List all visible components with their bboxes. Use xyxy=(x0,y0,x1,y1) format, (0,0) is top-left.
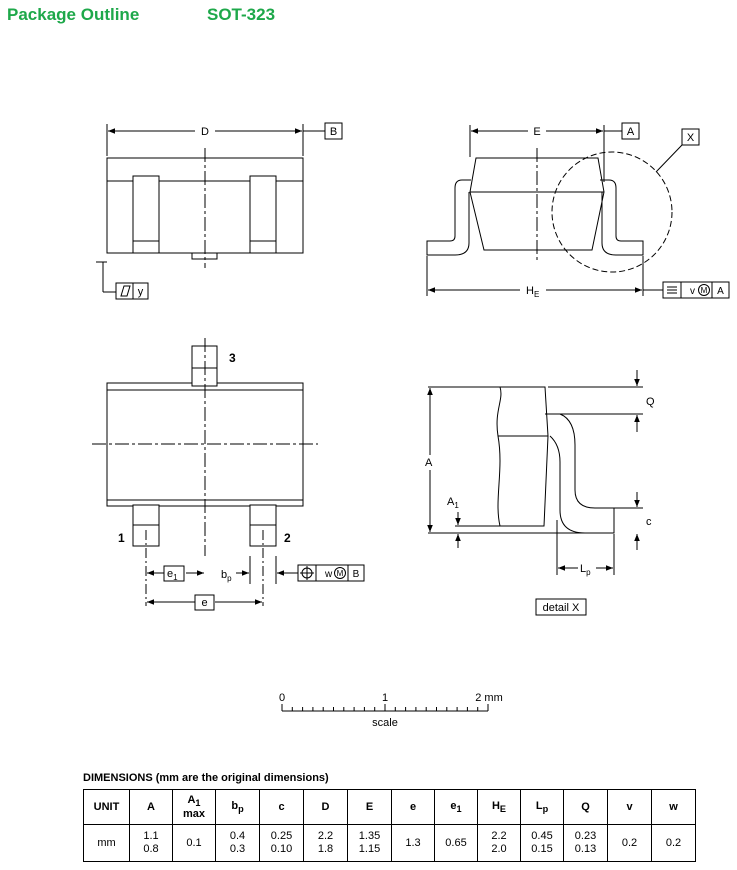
detail-dim-A1-label: A1 xyxy=(447,496,459,510)
scale-tick-1: 1 xyxy=(382,692,388,704)
col-E: E xyxy=(347,789,392,825)
detail-x-label: detail X xyxy=(543,602,580,614)
col-A: A xyxy=(129,789,173,825)
col-v: v xyxy=(607,789,652,825)
pin-2-label: 2 xyxy=(284,531,291,545)
package-name: SOT-323 xyxy=(207,5,276,24)
cell-unit: mm xyxy=(83,824,130,862)
detail-body xyxy=(496,386,549,527)
pin-1-label: 1 xyxy=(118,531,125,545)
cell-A1: 0.1 xyxy=(172,824,216,862)
dim-E-label: E xyxy=(533,126,540,138)
col-unit: UNIT xyxy=(83,789,130,825)
col-Q: Q xyxy=(563,789,608,825)
scale-tick-0: 0 xyxy=(279,692,285,704)
detail-dim-c-label: c xyxy=(646,516,652,528)
fcf-datum-A-label: A xyxy=(717,286,724,297)
col-D: D xyxy=(303,789,348,825)
dim-e-label: e xyxy=(201,597,207,609)
col-c: c xyxy=(259,789,304,825)
dim-D-label: D xyxy=(201,126,209,138)
flatness-y-label: y xyxy=(138,286,144,298)
side-view xyxy=(426,122,730,299)
col-w: w xyxy=(651,789,696,825)
col-Lp: Lp xyxy=(520,789,564,825)
col-e1: e1 xyxy=(434,789,478,825)
cell-e1: 0.65 xyxy=(434,824,478,862)
scale-tick-2: 2 mm xyxy=(475,692,503,704)
cell-w: 0.2 xyxy=(651,824,696,862)
dim-e1-label: e1 xyxy=(167,568,178,582)
dimensions-caption: DIMENSIONS (mm are the original dimensio… xyxy=(83,772,329,784)
detail-dim-A-label: A xyxy=(425,457,433,469)
datum-A-label: A xyxy=(627,126,635,138)
col-HE: HE xyxy=(477,789,521,825)
detail-X-marker: X xyxy=(687,132,695,144)
fcf-v-label: v xyxy=(690,286,695,297)
fcf-mod-label: M xyxy=(701,286,708,295)
detail-dim-Lp-label: Lp xyxy=(580,563,591,577)
scale-bar xyxy=(281,704,489,712)
datum-B-label: B xyxy=(330,126,337,138)
fcf-w-mod-label: M xyxy=(337,569,344,578)
dim-bp-label: bp xyxy=(221,569,232,583)
cell-e: 1.3 xyxy=(391,824,435,862)
page-title: Package Outline xyxy=(7,5,140,24)
detail-dim-Q-label: Q xyxy=(646,396,655,408)
dim-HE-label: HE xyxy=(526,285,539,299)
col-bp: bp xyxy=(215,789,260,825)
fcf-datum-B-label: B xyxy=(353,569,360,580)
top-view xyxy=(96,122,343,300)
col-e: e xyxy=(391,789,435,825)
scale-label: scale xyxy=(372,717,398,729)
fcf-w-label: w xyxy=(324,569,333,580)
pin-3-label: 3 xyxy=(229,351,236,365)
bottom-view xyxy=(92,338,365,611)
detail-x-view xyxy=(427,370,643,616)
cell-v: 0.2 xyxy=(607,824,652,862)
